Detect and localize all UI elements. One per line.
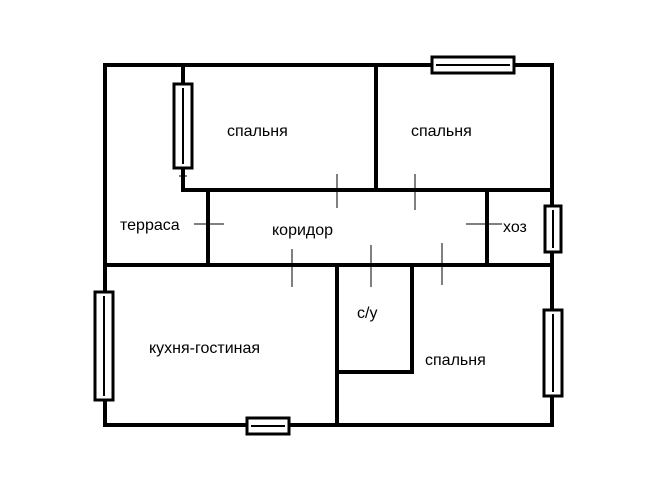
walls [103, 63, 554, 427]
door-terrace [194, 212, 224, 238]
label-bedroom-top-right: спальня [411, 123, 472, 140]
window-bedroom-bottom-right [542, 308, 564, 398]
label-bedroom-top-left: спальня [227, 123, 288, 140]
door-bedroom-top-left [323, 174, 351, 208]
label-storage: хоз [503, 219, 527, 236]
windows [93, 55, 564, 436]
label-kitchen-living: кухня-гостиная [149, 340, 260, 357]
window-bedroom-top-left [172, 82, 194, 170]
window-storage [543, 204, 563, 254]
door-storage [466, 210, 502, 238]
label-terrace: терраса [120, 217, 180, 234]
room-labels: спальня спальня терраса коридор хоз с/у … [120, 123, 527, 369]
label-corridor: коридор [272, 222, 333, 239]
window-top-right [430, 55, 516, 75]
door-bedroom-top-right [401, 174, 429, 210]
door-markers [179, 174, 502, 287]
window-kitchen-left [93, 290, 115, 402]
door-bedroom-bottom-right [428, 243, 458, 285]
window-bottom [245, 416, 291, 436]
label-bedroom-bottom-right: спальня [425, 352, 486, 369]
door-bathroom [356, 245, 386, 287]
label-bathroom: с/у [357, 305, 377, 322]
door-kitchen [278, 249, 308, 287]
